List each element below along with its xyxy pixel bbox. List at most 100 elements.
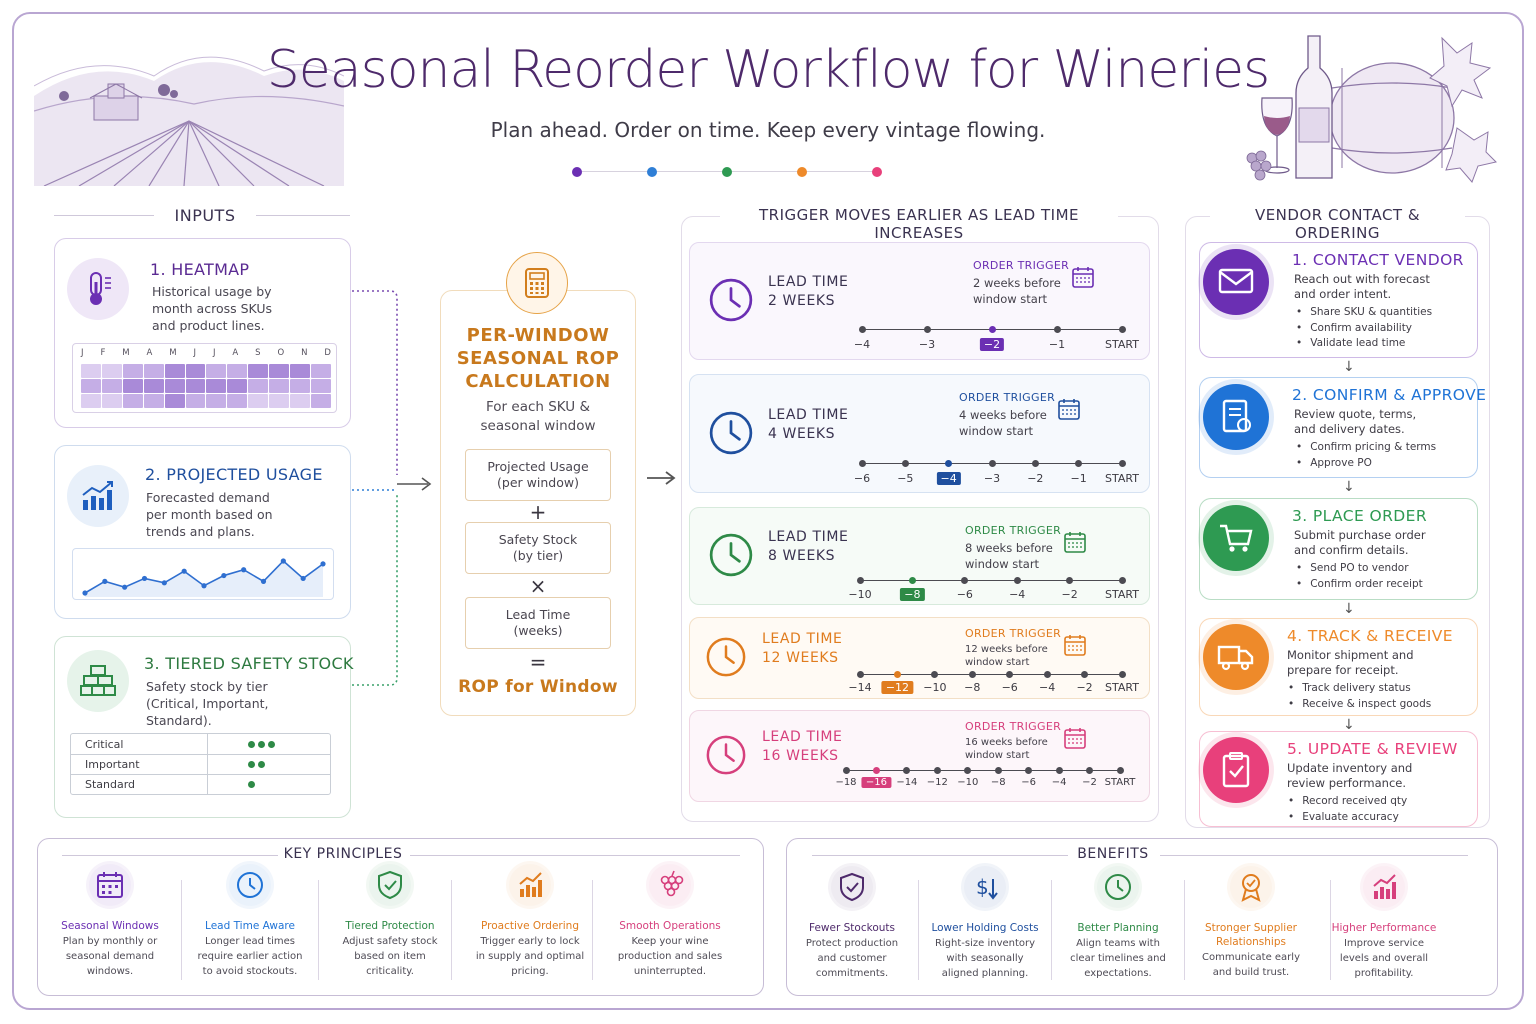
svg-text:$: $: [976, 875, 989, 899]
section-rule: [62, 855, 278, 856]
timeline-tick: [923, 326, 931, 333]
order-trigger-label: ORDER TRIGGER: [965, 627, 1062, 640]
timeline-axis: [860, 580, 1122, 581]
timeline-tick-label: −6: [956, 588, 973, 601]
bullet-item: Evaluate accuracy: [1288, 810, 1407, 826]
heatmap-cell: [101, 394, 122, 408]
tier-dots: [208, 761, 330, 768]
heatmap-cell: [185, 379, 206, 393]
bar-chart-icon: [67, 465, 129, 527]
tier-row: Important: [71, 754, 330, 774]
bullet-item: Send PO to vendor: [1296, 561, 1423, 577]
section-rule: [1160, 855, 1468, 856]
heatmap-cell: [227, 379, 248, 393]
grapes-icon: [649, 864, 691, 906]
inputs-heading: INPUTS: [174, 206, 236, 225]
bullet-item: Track delivery status: [1288, 681, 1431, 697]
divider-dot: [647, 167, 657, 177]
sparkline-point: [181, 568, 187, 574]
benefits-item-title: Lower Holding Costs: [931, 922, 1039, 934]
heatmap-cell: [164, 379, 185, 393]
timeline-tick-label: −10: [957, 777, 979, 788]
timeline-tick-label: −4: [1009, 588, 1026, 601]
heatmap-cell: [185, 364, 206, 378]
vendor-step-bullets: Send PO to vendorConfirm order receipt: [1296, 561, 1423, 592]
divider-dot: [797, 167, 807, 177]
lead-time-box: Lead Time(weeks): [465, 597, 611, 649]
highlighted-tick-label: −16: [861, 777, 891, 788]
timeline-tick: [1025, 767, 1033, 774]
input-connectors: [352, 290, 432, 686]
key-principles-panel: [37, 838, 764, 996]
wine-barrel-illustration: [1246, 35, 1497, 183]
timeline-tick: [933, 767, 941, 774]
vendor-step-title: 5. UPDATE & REVIEW: [1287, 740, 1458, 758]
projected-usage-box: Projected Usage(per window): [465, 449, 611, 501]
tier-dot: [268, 740, 275, 748]
heatmap-title: 1. HEATMAP: [150, 260, 250, 279]
heatmap-cell: [122, 364, 143, 378]
timeline-tick: [945, 460, 953, 467]
tier-dot: [258, 740, 265, 748]
vendor-step-title: 4. TRACK & RECEIVE: [1287, 627, 1453, 645]
column-separator: [918, 880, 919, 980]
sparkline-point: [221, 572, 227, 579]
timeline-tick-label: −2: [1082, 777, 1097, 788]
timeline-tick-label: −8: [990, 777, 1006, 788]
calc-subtitle: For each SKU &seasonal window: [480, 399, 596, 434]
timeline-tick-label: −2: [1027, 472, 1044, 485]
vendor-step-bullets: Track delivery statusReceive & inspect g…: [1288, 681, 1431, 712]
month-label: O: [277, 348, 285, 358]
bullet-item: Confirm pricing & terms: [1296, 440, 1436, 456]
safety-stock-box: Safety Stock(by tier): [465, 522, 611, 574]
column-separator: [1184, 880, 1185, 980]
heatmap-cell: [248, 364, 269, 378]
timeline-tick: [968, 671, 976, 678]
lead-time-card: [689, 374, 1150, 493]
page-subtitle: Plan ahead. Order on time. Keep every vi…: [490, 118, 1046, 142]
sparkline-point: [280, 558, 286, 564]
timeline-tick: [1118, 671, 1126, 678]
heatmap-cell: [311, 364, 331, 378]
timeline-tick-label: −4: [853, 338, 871, 351]
timeline-tick: [1118, 577, 1126, 584]
award-icon: [1230, 866, 1272, 908]
shield-check-icon: [369, 864, 411, 906]
arrow-down-icon: ↓: [1343, 717, 1355, 733]
heatmap-cell: [206, 364, 227, 378]
timeline-tick-label: −6: [1001, 681, 1018, 694]
divider-dot: [872, 167, 882, 177]
timeline-tick: [1066, 577, 1074, 584]
page-frame: [12, 12, 1524, 1010]
dollar-down-icon: $: [964, 866, 1006, 908]
tier-dot: [248, 781, 255, 788]
timeline-tick: [1006, 671, 1014, 678]
timeline-tick-label: −10: [848, 588, 872, 601]
equals-operator: =: [529, 650, 547, 674]
bullet-item: Record received qty: [1288, 794, 1407, 810]
heatmap-cell: [269, 364, 290, 378]
benefits-panel: [786, 838, 1498, 996]
page-title: Seasonal Reorder Workflow for Wineries: [266, 40, 1270, 100]
arrow-down-icon: ↓: [1343, 479, 1355, 495]
month-label: J: [193, 348, 197, 358]
sparkline-point: [241, 567, 247, 573]
calendar-icon: [1071, 265, 1095, 293]
timeline-tick: [1118, 326, 1126, 333]
calendar-icon: [1063, 530, 1087, 558]
clock-icon: [705, 734, 747, 780]
tier-table: Critical Important Standard: [70, 733, 331, 795]
arrow-right-icon: [647, 471, 676, 485]
vendor-heading: VENDOR CONTACT & ORDERING: [1210, 206, 1465, 242]
